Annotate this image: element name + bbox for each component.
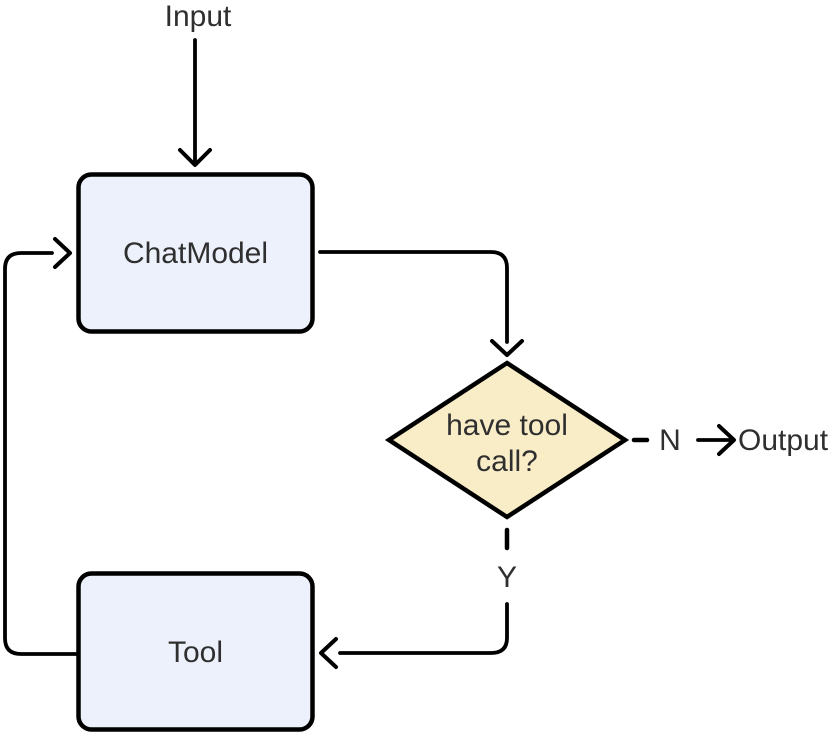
node-chatmodel-box xyxy=(76,172,315,334)
edge-chatmodel-to-decision-line xyxy=(318,250,509,344)
node-chatmodel-label: ChatModel xyxy=(123,237,268,270)
node-decision-label-line2: call? xyxy=(476,445,538,478)
arrowhead-down-icon xyxy=(490,339,524,357)
arrowhead-left-icon xyxy=(319,637,338,669)
arrowhead-right-icon xyxy=(717,424,736,456)
node-decision-diamond xyxy=(384,360,630,520)
arrowhead-right-icon xyxy=(53,237,72,269)
node-chatmodel: ChatModel xyxy=(76,172,315,334)
node-decision: have tool call? xyxy=(384,360,630,520)
edge-label-yes: Y xyxy=(497,561,517,594)
edge-decision-to-tool-line xyxy=(338,602,509,655)
node-tool-box xyxy=(76,571,315,732)
edge-decision-to-tool: Y xyxy=(319,527,517,669)
edge-input-to-chatmodel xyxy=(178,38,212,167)
node-tool: Tool xyxy=(76,571,315,732)
arrowhead-down-icon xyxy=(178,148,212,167)
edge-chatmodel-to-decision xyxy=(318,250,524,357)
node-input-label: Input xyxy=(165,0,232,33)
node-output-label: Output xyxy=(738,424,829,457)
edge-decision-to-output: N xyxy=(631,424,736,457)
edge-label-no: N xyxy=(659,424,681,457)
edge-tool-to-chatmodel-line xyxy=(3,251,78,656)
edge-tool-to-chatmodel xyxy=(3,237,78,656)
node-decision-label-line1: have tool xyxy=(446,409,568,442)
node-tool-label: Tool xyxy=(168,636,223,669)
